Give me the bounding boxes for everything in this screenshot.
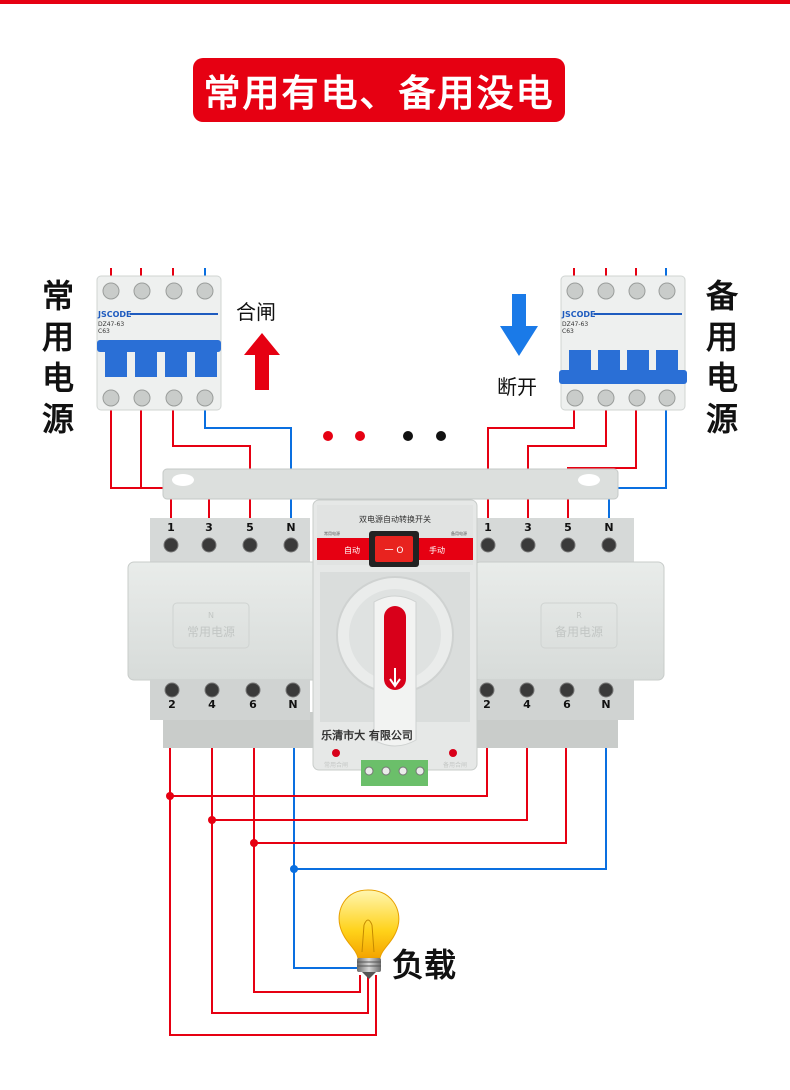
input-stubs-left [110,268,206,276]
wire-n-primary [204,410,292,518]
arrow-down-icon [500,294,538,356]
ats-switch: N 常用电源 R 备用电源 双电源自动转换开关 常用电源 备用电源 自动 手动 … [127,468,665,786]
bottom-terminal-left-label: 2 [168,698,176,711]
bottom-terminal-left-label: N [288,698,297,711]
primary-closed-led [332,749,340,757]
top-terminal-left-label: 5 [246,521,254,534]
wire-bus-n [294,712,607,870]
close-action-label: 合闸 [236,300,276,324]
primary-closed-label: 常用合闸 [324,761,348,769]
primary-breaker: JSCODE DZ47-63 C63 [96,275,222,411]
page-title-banner: 常用有电、备用没电 [193,58,565,122]
breaker-brand: JSCODE [561,310,596,319]
breaker-bottom-screws [102,389,214,407]
left-plate-letter: N [208,611,214,620]
top-terminal-left-label: N [286,521,295,534]
top-terminal-right-screw [520,537,536,553]
backup-closed-led [449,749,457,757]
right-plate-text: 备用电源 [555,625,603,639]
bottom-terminal-right-label: 2 [483,698,491,711]
mode-auto-label: 自动 [344,545,360,555]
breaker-top-screws [566,282,676,300]
arrow-up-icon [244,333,280,390]
wire-l2-primary [140,410,210,518]
control-terminal-block [361,760,428,786]
light-bulb-icon [338,889,400,979]
bottom-terminal-right-screw [479,682,495,698]
wire-n-backup [608,410,667,518]
top-terminal-left-label: 1 [167,521,175,534]
breaker-brand: JSCODE [97,310,132,319]
wire-out-l3 [253,712,361,993]
backup-indicator-label: 备用电源 [451,530,467,536]
top-terminal-right-label: 5 [564,521,572,534]
status-dot [355,431,365,441]
status-dot [323,431,333,441]
top-terminal-right-screw [601,537,617,553]
mode-rocker-switch[interactable]: 一 O [369,531,419,567]
mode-manual-label: 手动 [429,545,445,555]
status-dots [323,431,446,441]
open-action-label: 断开 [497,375,537,399]
top-terminal-right-label: N [604,521,613,534]
top-terminal-left-screw [163,537,179,553]
top-terminal-right-screw [560,537,576,553]
primary-indicator-label: 常用电源 [324,530,340,536]
top-terminal-left-screw [283,537,299,553]
wire-out-l2 [211,712,369,1014]
breaker-bottom-screws [566,389,676,407]
top-terminal-left-label: 3 [205,521,213,534]
backup-source-label: 备用电源 [705,277,738,438]
bottom-terminal-left-label: 6 [249,698,257,711]
bottom-terminal-right-label: N [601,698,610,711]
top-terminal-right-screw [480,537,496,553]
bottom-terminal-left-screw [285,682,301,698]
bottom-terminal-right-screw [559,682,575,698]
status-dot [403,431,413,441]
top-terminal-left-screw [201,537,217,553]
bottom-terminal-right-screw [598,682,614,698]
top-accent-bar [0,0,790,4]
bottom-terminal-left-label: 4 [208,698,216,711]
bottom-terminal-left-screw [204,682,220,698]
manufacturer-name: 乐清市大 有限公司 [321,728,413,742]
bottom-terminal-left-screw [164,682,180,698]
breaker-rating: C63 [562,328,574,335]
ats-panel-title: 双电源自动转换开关 [359,514,431,524]
top-terminal-left-screw [242,537,258,553]
breaker-top-screws [102,282,214,300]
load-label: 负载 [392,946,457,984]
bottom-terminal-right-label: 6 [563,698,571,711]
handle-arrow-icon [389,668,401,688]
wire-out-n [293,712,357,969]
status-dot [436,431,446,441]
wire-out-l1 [169,712,377,1036]
primary-source-label: 常用电源 [41,277,74,438]
backup-closed-label: 备用合闸 [443,761,467,769]
bottom-terminal-left-screw [245,682,261,698]
wire-l3-backup [567,410,637,518]
right-plate-letter: R [576,611,582,620]
left-plate-text: 常用电源 [187,625,235,639]
bottom-terminal-right-label: 4 [523,698,531,711]
breaker-model: DZ47-63 [98,321,124,328]
backup-breaker: JSCODE DZ47-63 C63 [559,275,687,411]
wire-l1-backup [487,410,575,518]
wire-l3-primary [172,410,251,518]
junction-dots [166,792,298,873]
bottom-terminal-right-screw [519,682,535,698]
top-terminal-right-label: 1 [484,521,492,534]
breaker-model: DZ47-63 [562,321,588,328]
rocker-symbols: 一 O [385,546,404,556]
input-stubs-right [573,268,667,276]
wire-bus-l3 [254,712,567,844]
rotary-handle[interactable] [373,595,417,747]
breaker-rating: C63 [98,328,110,335]
top-terminal-right-label: 3 [524,521,532,534]
